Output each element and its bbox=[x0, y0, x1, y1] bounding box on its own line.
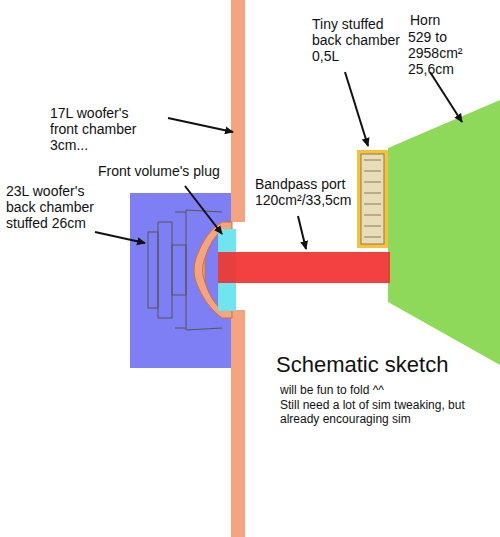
driver-line bbox=[364, 182, 381, 183]
driver-line bbox=[364, 215, 381, 216]
driver-line bbox=[364, 237, 381, 238]
callout-label: Bandpass port 120cm²/33,5cm bbox=[255, 176, 359, 208]
callout-label: 23L woofer's back chamber stuffed 26cm bbox=[6, 183, 108, 231]
driver-line bbox=[364, 193, 381, 194]
leader-arrows bbox=[95, 72, 462, 249]
callout-label: 529 to 2958cm² 25,6cm bbox=[408, 29, 496, 77]
horn bbox=[388, 100, 500, 365]
driver-line bbox=[364, 226, 381, 227]
driver-detail bbox=[364, 160, 381, 237]
dust-cap bbox=[203, 258, 206, 282]
back-chamber bbox=[130, 193, 232, 368]
note-text: Still need a lot of sim tweaking, but al… bbox=[280, 398, 485, 426]
callout-label: Tiny stuffed back chamber 0,5L bbox=[312, 16, 412, 64]
driver-line bbox=[364, 160, 381, 161]
driver-line bbox=[364, 171, 381, 172]
bandpass-port bbox=[218, 252, 390, 283]
callout-label: Front volume's plug bbox=[98, 163, 220, 179]
compression-driver bbox=[361, 154, 384, 244]
baffle bbox=[231, 310, 245, 537]
woofer-drawing bbox=[148, 210, 222, 330]
sketch-title: Schematic sketch bbox=[276, 352, 448, 378]
baffle bbox=[231, 0, 245, 222]
callout-label: 17L woofer's front chamber 3cm... bbox=[50, 105, 152, 153]
driver-line bbox=[364, 204, 381, 205]
callout-label: Horn bbox=[410, 12, 440, 28]
tiny-back-chamber bbox=[357, 150, 388, 248]
note-text: will be fun to fold ^^ bbox=[280, 383, 384, 397]
